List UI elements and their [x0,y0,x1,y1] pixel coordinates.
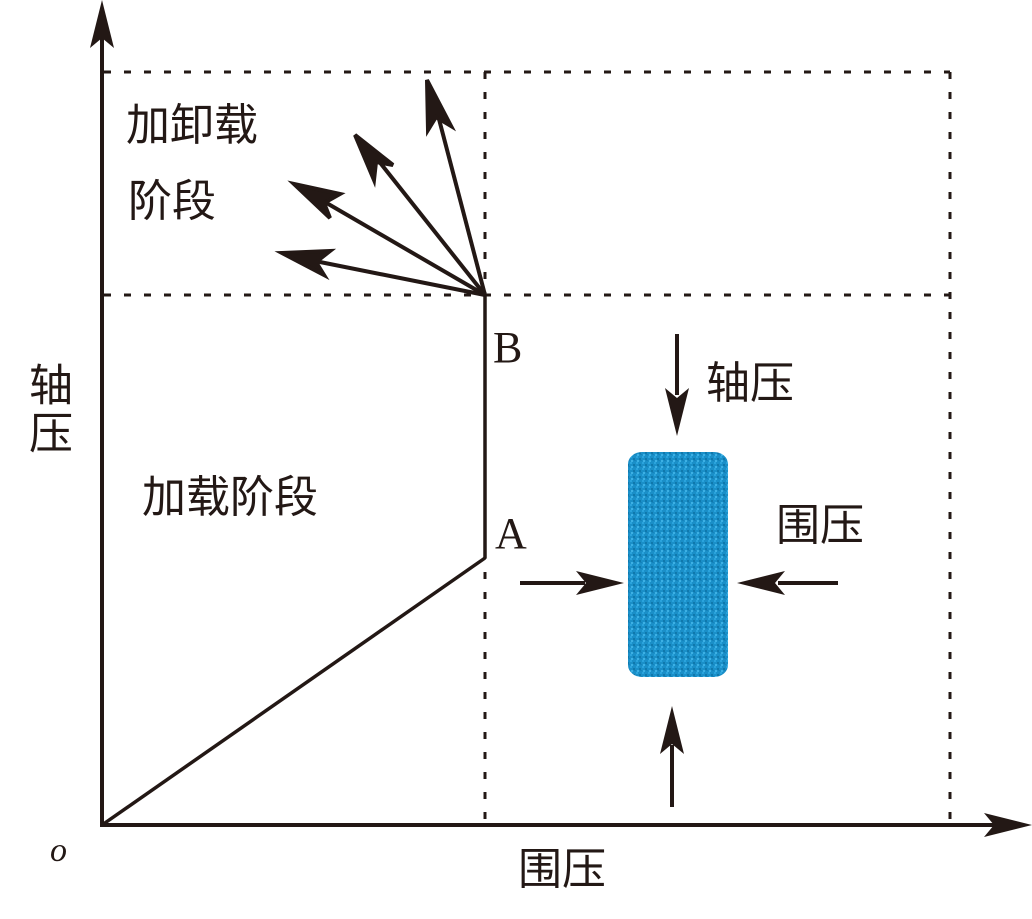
stress-path [100,295,487,827]
unloading-stage-label-line2: 阶段 [128,176,216,227]
y-axis-label: 轴压 [21,362,72,458]
axes [90,0,1032,837]
unloading-arrows [274,79,487,297]
origin-label: o [50,832,67,869]
unloading-arrowhead-3-icon [353,133,395,188]
sample-axial-pressure-label: 轴压 [706,358,794,409]
y-axis-arrow-icon [90,0,114,48]
sample-confining-pressure-label: 围压 [776,500,864,551]
unloading-arrowhead-1-icon [274,248,337,281]
x-axis-arrow-icon [984,813,1032,837]
guide-lines [104,70,952,823]
point-A-label: A [495,509,527,558]
path-segment-OA [100,556,487,827]
sample-schematic [520,334,838,807]
unloading-arrow-3 [368,148,487,297]
unloading-stage-label-line1: 加卸载 [126,100,258,151]
loading-stage-label: 加载阶段 [142,472,318,523]
confining-arrow-left-icon [576,571,624,595]
point-B-label: B [493,323,523,372]
x-axis-label: 围压 [518,844,606,895]
confining-arrow-right-icon [737,571,785,595]
axial-arrow-top-icon [665,388,689,436]
unloading-arrowhead-4-icon [425,79,457,137]
unloading-arrow-2 [316,196,487,297]
rock-sample-cylinder [628,452,728,677]
unloading-arrow-1 [299,256,486,297]
unloading-arrow-4 [432,99,487,296]
unloading-arrowhead-2-icon [287,180,346,220]
axial-arrow-bottom-icon [660,706,684,754]
